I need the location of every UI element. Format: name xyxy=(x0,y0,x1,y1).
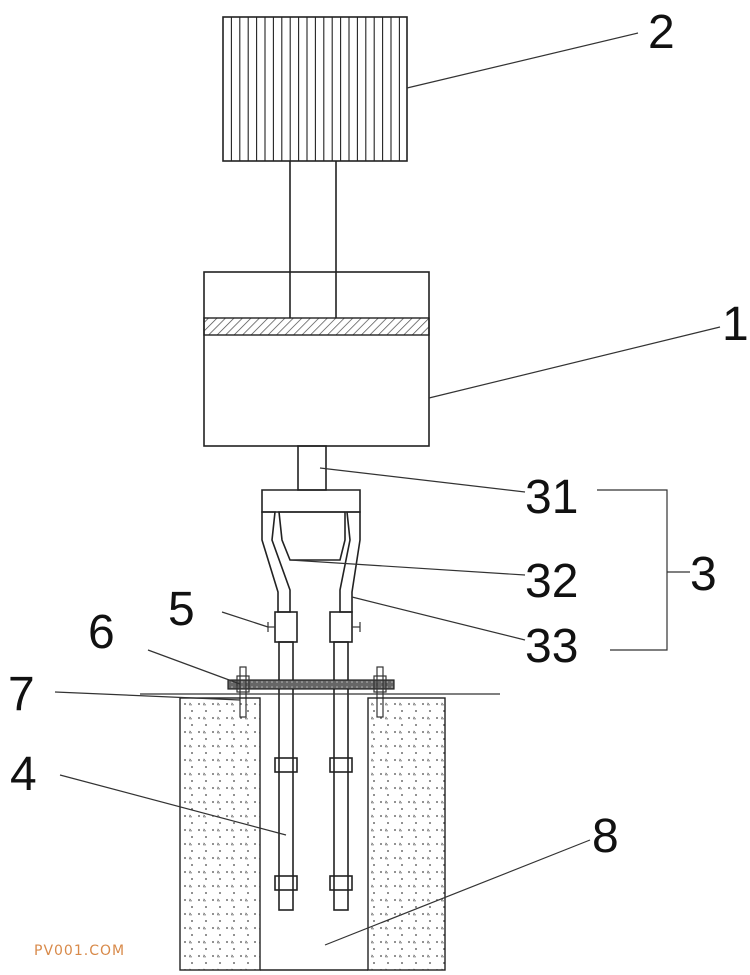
label-33: 33 xyxy=(525,620,578,673)
press-box xyxy=(203,271,430,447)
label-2: 2 xyxy=(648,6,675,59)
label-7: 7 xyxy=(8,668,35,721)
label-31: 31 xyxy=(525,471,578,524)
leader-6 xyxy=(147,649,241,685)
label-4: 4 xyxy=(10,748,37,801)
pile-tubes xyxy=(274,641,353,911)
motor-fins xyxy=(230,17,400,161)
leader-7 xyxy=(54,691,241,701)
leader-2 xyxy=(406,32,639,89)
connector-31 xyxy=(261,445,361,513)
leader-4 xyxy=(59,774,287,836)
collars xyxy=(267,611,361,643)
label-8: 8 xyxy=(592,810,619,863)
leader-31 xyxy=(319,467,526,493)
label-3: 3 xyxy=(690,548,717,601)
leader-33 xyxy=(351,596,526,641)
leader-32 xyxy=(289,559,526,576)
clamp-arms xyxy=(261,511,361,613)
leader-8 xyxy=(324,839,591,946)
label-1: 1 xyxy=(722,298,749,351)
watermark: PV001.COM xyxy=(34,943,125,959)
label-6: 6 xyxy=(88,606,115,659)
motor-unit xyxy=(222,16,408,272)
leader-lines xyxy=(54,32,721,946)
leader-1 xyxy=(428,326,721,399)
reference-numerals: 2 1 31 32 33 3 5 6 7 4 8 xyxy=(8,6,749,863)
gasket-plate xyxy=(227,679,395,690)
hatched-plate xyxy=(203,317,430,336)
label-32: 32 xyxy=(525,555,578,608)
label-5: 5 xyxy=(168,583,195,636)
leader-5 xyxy=(221,611,269,628)
bracket-3 xyxy=(597,489,668,651)
foundation xyxy=(179,697,446,971)
